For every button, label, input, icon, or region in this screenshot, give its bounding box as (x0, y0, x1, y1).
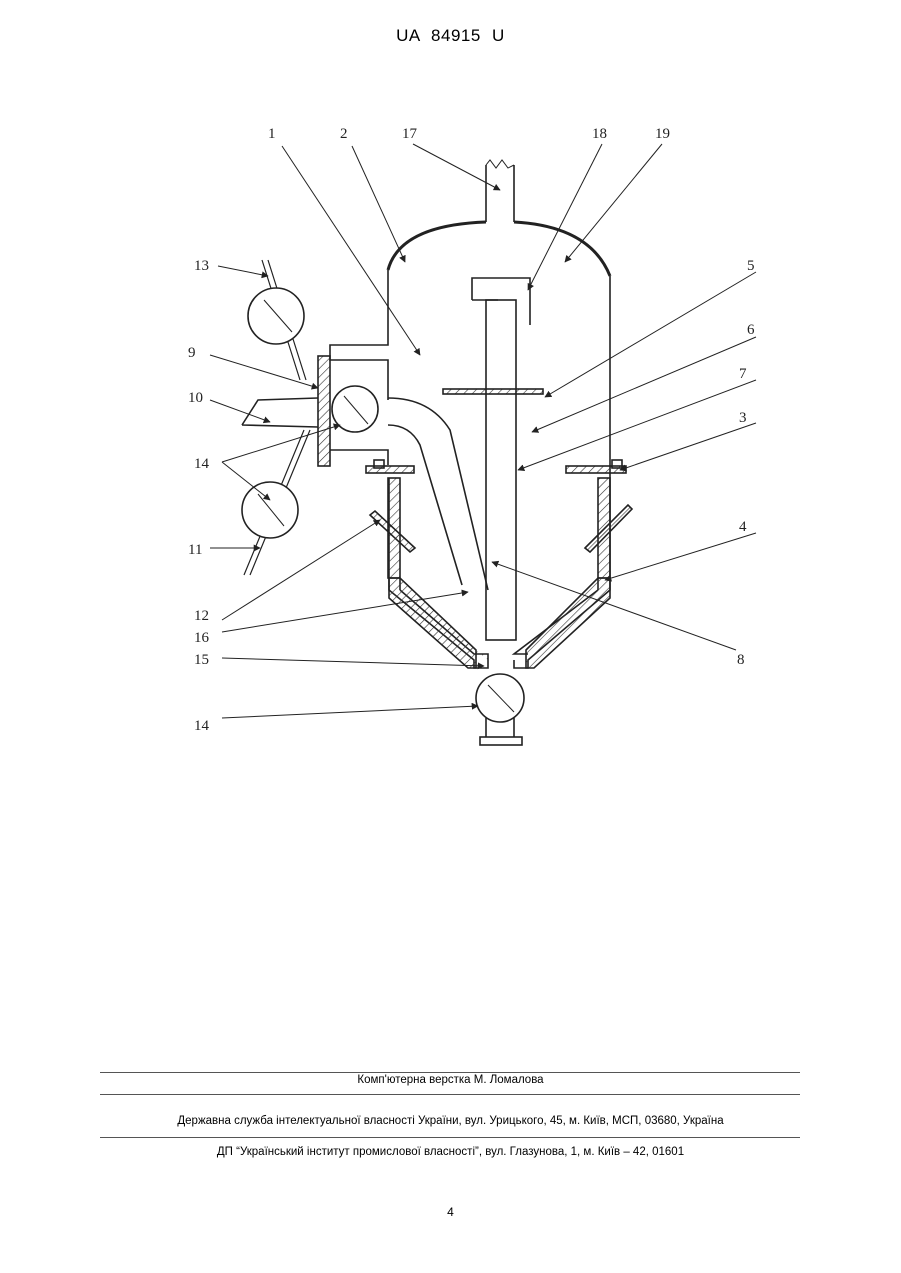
footer-rule-middle (100, 1094, 800, 1095)
label-7: 7 (739, 366, 747, 382)
label-2: 2 (340, 126, 348, 142)
label-15: 15 (194, 652, 209, 668)
footer-rule-top (100, 1072, 800, 1073)
label-3: 3 (739, 410, 747, 426)
label-12: 12 (194, 608, 209, 624)
apparatus-drawing: 1 2 17 18 19 13 5 6 9 7 10 3 14 4 11 12 … (0, 0, 901, 800)
layout-credit: Комп'ютерна верстка М. Ломалова (0, 1074, 901, 1086)
label-9: 9 (188, 345, 196, 361)
label-19: 19 (655, 126, 670, 142)
label-17: 17 (402, 126, 418, 142)
label-5: 5 (747, 258, 755, 274)
service-address: Державна служба інтелектуальної власност… (0, 1115, 901, 1127)
label-6: 6 (747, 322, 755, 338)
label-8: 8 (737, 652, 745, 668)
label-10: 10 (188, 390, 203, 406)
institute-address: ДП “Український інститут промислової вла… (0, 1146, 901, 1158)
label-16: 16 (194, 630, 210, 646)
label-14-left: 14 (194, 456, 210, 472)
label-1: 1 (268, 126, 276, 142)
label-11: 11 (188, 542, 202, 558)
page-number: 4 (0, 1205, 901, 1219)
footer-rule-bottom (100, 1137, 800, 1138)
label-14-bottom: 14 (194, 718, 210, 734)
label-13: 13 (194, 258, 209, 274)
label-18: 18 (592, 126, 607, 142)
label-4: 4 (739, 519, 747, 535)
